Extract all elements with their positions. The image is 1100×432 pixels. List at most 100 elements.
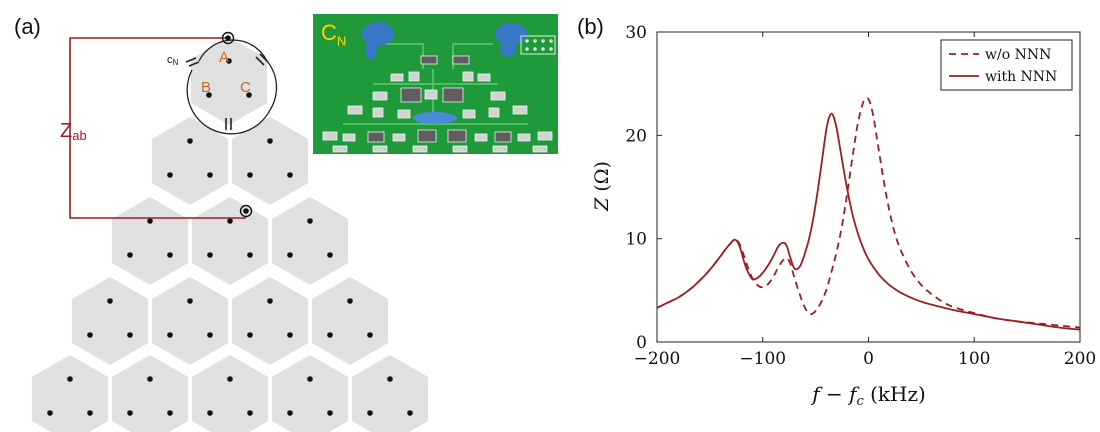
pcb-label: CN (321, 20, 347, 49)
lattice-site (247, 172, 253, 178)
pcb-component (392, 133, 406, 142)
lattice-site (207, 410, 213, 416)
pcb-component (367, 131, 385, 143)
pcb-component (408, 71, 420, 82)
y-tick-label: 10 (625, 230, 647, 250)
hexagon-cell (111, 197, 189, 285)
lattice-site (167, 172, 173, 178)
pcb-photo: CN (313, 14, 558, 154)
probe-ring-a (221, 31, 235, 45)
pcb-component (342, 133, 356, 142)
pcb-component (417, 129, 437, 143)
hexagon-cell (190, 37, 268, 125)
lattice-site (167, 332, 173, 338)
hexagon-cell (271, 197, 349, 285)
pcb-component (490, 91, 506, 101)
lattice-site (127, 332, 133, 338)
lattice-site (147, 218, 153, 224)
lattice-site (207, 172, 213, 178)
hexagon-cell (151, 117, 229, 205)
pcb-component (397, 109, 411, 119)
hexagon-cell (71, 277, 149, 365)
lattice-site (287, 172, 293, 178)
x-tick-label: 200 (1064, 349, 1096, 369)
pcb-component (372, 91, 388, 101)
lattice-site (267, 298, 273, 304)
legend-entry: w/o NNN (985, 47, 1051, 63)
legend: w/o NNN with NNN (940, 39, 1073, 91)
pcb-component (347, 105, 363, 115)
series-line-without-nnn (656, 97, 1081, 329)
lattice-site (287, 332, 293, 338)
lattice-site (327, 332, 333, 338)
lattice-site (267, 138, 273, 144)
lattice-site (47, 410, 53, 416)
lattice-schematic: A B C cN Zab (31, 31, 429, 432)
pcb-component (390, 73, 404, 82)
lattice-site (347, 298, 353, 304)
lattice-site (247, 410, 253, 416)
pcb-component (477, 73, 491, 82)
panel-a-label: (a) (14, 14, 41, 39)
hexagon-cell (231, 277, 309, 365)
header-pins (520, 35, 556, 55)
lattice-site (207, 332, 213, 338)
lattice-site (227, 218, 233, 224)
lattice-site (107, 298, 113, 304)
legend-box (940, 39, 1073, 91)
lattice-site (87, 332, 93, 338)
panel-b-label: (b) (577, 14, 604, 39)
lattice-site (387, 376, 393, 382)
lattice-site (67, 376, 73, 382)
circuit-overlay: A B C cN Zab (60, 31, 278, 219)
pcb-component (517, 133, 531, 142)
probe-ring-b (239, 204, 253, 218)
pcb-component (372, 107, 384, 118)
lattice-site (367, 410, 373, 416)
series-line-with-nnn (656, 112, 1081, 331)
lattice-site (407, 410, 413, 416)
lattice-site (206, 92, 212, 98)
pcb-components (322, 55, 553, 153)
lattice-site (307, 218, 313, 224)
lattice-site (287, 252, 293, 258)
pcb-component (537, 131, 553, 141)
hexagon-cell (231, 117, 309, 205)
lattice-site (127, 252, 133, 258)
pcb-component (474, 133, 488, 142)
pcb-component (322, 131, 338, 141)
lattice-site (87, 410, 93, 416)
pcb-component (532, 145, 548, 153)
pcb-component (447, 129, 467, 143)
legend-entry: with NNN (985, 69, 1057, 85)
pcb-component (452, 55, 470, 65)
x-tick-label: −200 (634, 349, 681, 369)
pcb-component (420, 55, 438, 65)
probe-dot-b (243, 208, 249, 214)
pcb-component (332, 145, 348, 153)
capacitor-icon (362, 22, 394, 46)
lattice-site (327, 252, 333, 258)
pcb-component (372, 145, 388, 153)
site-label-a: A (219, 49, 229, 66)
lattice-site (327, 410, 333, 416)
lattice-site (287, 410, 293, 416)
hexagon-lattice (31, 37, 429, 432)
lattice-site (367, 332, 373, 338)
site-label-b: B (201, 79, 211, 96)
coupling-arc-right (266, 60, 278, 111)
x-tick-label: −100 (739, 349, 786, 369)
hexagon-cell (151, 277, 229, 365)
coupling-label: cN (167, 54, 179, 67)
lattice-site (207, 252, 213, 258)
lattice-site (167, 252, 173, 258)
capacitor-icon (185, 57, 200, 67)
pcb-component (512, 105, 528, 115)
capacitor-icon (255, 53, 269, 66)
lattice-site (147, 376, 153, 382)
x-axis-label: f − fc (kHz) (810, 382, 926, 409)
hexagon-cell (191, 197, 269, 285)
lattice-site (187, 298, 193, 304)
pcb-component (462, 71, 474, 82)
lattice-site (227, 376, 233, 382)
